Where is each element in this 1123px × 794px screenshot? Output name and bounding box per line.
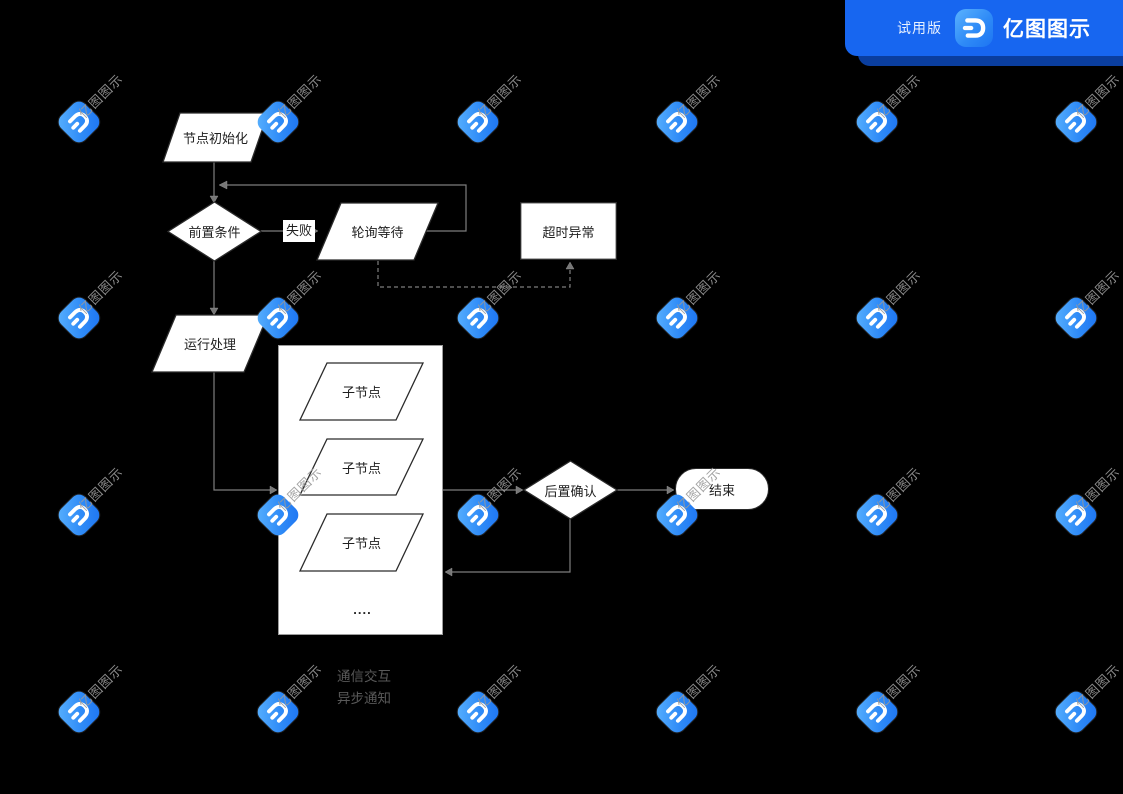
legend-line-2: 异步通知	[337, 691, 391, 706]
parallelogram-shape	[300, 439, 423, 495]
parallelogram-shape	[152, 315, 268, 372]
parallelogram-shape	[163, 113, 268, 162]
node-timeout[interactable]: 超时异常	[520, 202, 617, 260]
diamond-shape	[524, 461, 617, 519]
node-child-2[interactable]: 子节点	[300, 439, 423, 495]
parallelogram-shape	[300, 514, 423, 571]
edge-polling-loopback	[218, 180, 467, 232]
edge-postconfirm-loopback	[444, 519, 571, 577]
node-post-confirm[interactable]: 后置确认	[524, 461, 617, 519]
legend-line-1: 通信交互	[337, 669, 391, 684]
node-label: 前置条件	[188, 225, 241, 240]
node-child-1[interactable]: 子节点	[300, 363, 423, 420]
edge-postconfirm-to-end	[617, 485, 675, 495]
node-init[interactable]: 节点初始化	[163, 113, 268, 162]
node-label: 子节点	[341, 385, 381, 400]
node-end[interactable]: 结束	[675, 468, 769, 510]
app-name-label: 亿图图示	[1003, 18, 1091, 41]
node-label: 后置确认	[544, 483, 597, 499]
node-label: 超时异常	[542, 224, 595, 240]
edge-group-to-postconfirm	[441, 485, 524, 495]
node-child-3[interactable]: 子节点	[300, 514, 423, 571]
node-label: 节点初始化	[182, 131, 248, 146]
parallelogram-shape	[317, 203, 438, 260]
node-polling[interactable]: 轮询等待	[317, 203, 438, 260]
edge-run-to-group	[213, 372, 278, 495]
edraw-logo-glyph	[962, 18, 986, 38]
trial-version-label: 试用版	[897, 20, 942, 36]
edraw-logo-icon	[955, 9, 993, 47]
edge-label-fail: 失败	[283, 220, 316, 242]
banner-main: 试用版 亿图图示	[845, 0, 1123, 56]
edge-polling-to-timeout-dashed	[377, 261, 575, 288]
edge-init-to-precondition	[209, 162, 219, 204]
ellipsis-text: ....	[353, 602, 372, 617]
node-precondition[interactable]: 前置条件	[168, 202, 261, 261]
parallelogram-shape	[300, 363, 423, 420]
legend: 通信交互 异步通知	[337, 666, 391, 710]
diamond-shape	[168, 202, 261, 261]
node-run[interactable]: 运行处理	[152, 315, 268, 372]
node-label: 轮询等待	[351, 225, 404, 240]
rectangle-shape	[520, 202, 617, 260]
node-label: 子节点	[341, 536, 381, 551]
edge-precondition-to-run	[209, 261, 219, 316]
node-label: 运行处理	[183, 337, 236, 352]
node-label: 结束	[708, 482, 735, 498]
node-label: 子节点	[341, 460, 381, 476]
